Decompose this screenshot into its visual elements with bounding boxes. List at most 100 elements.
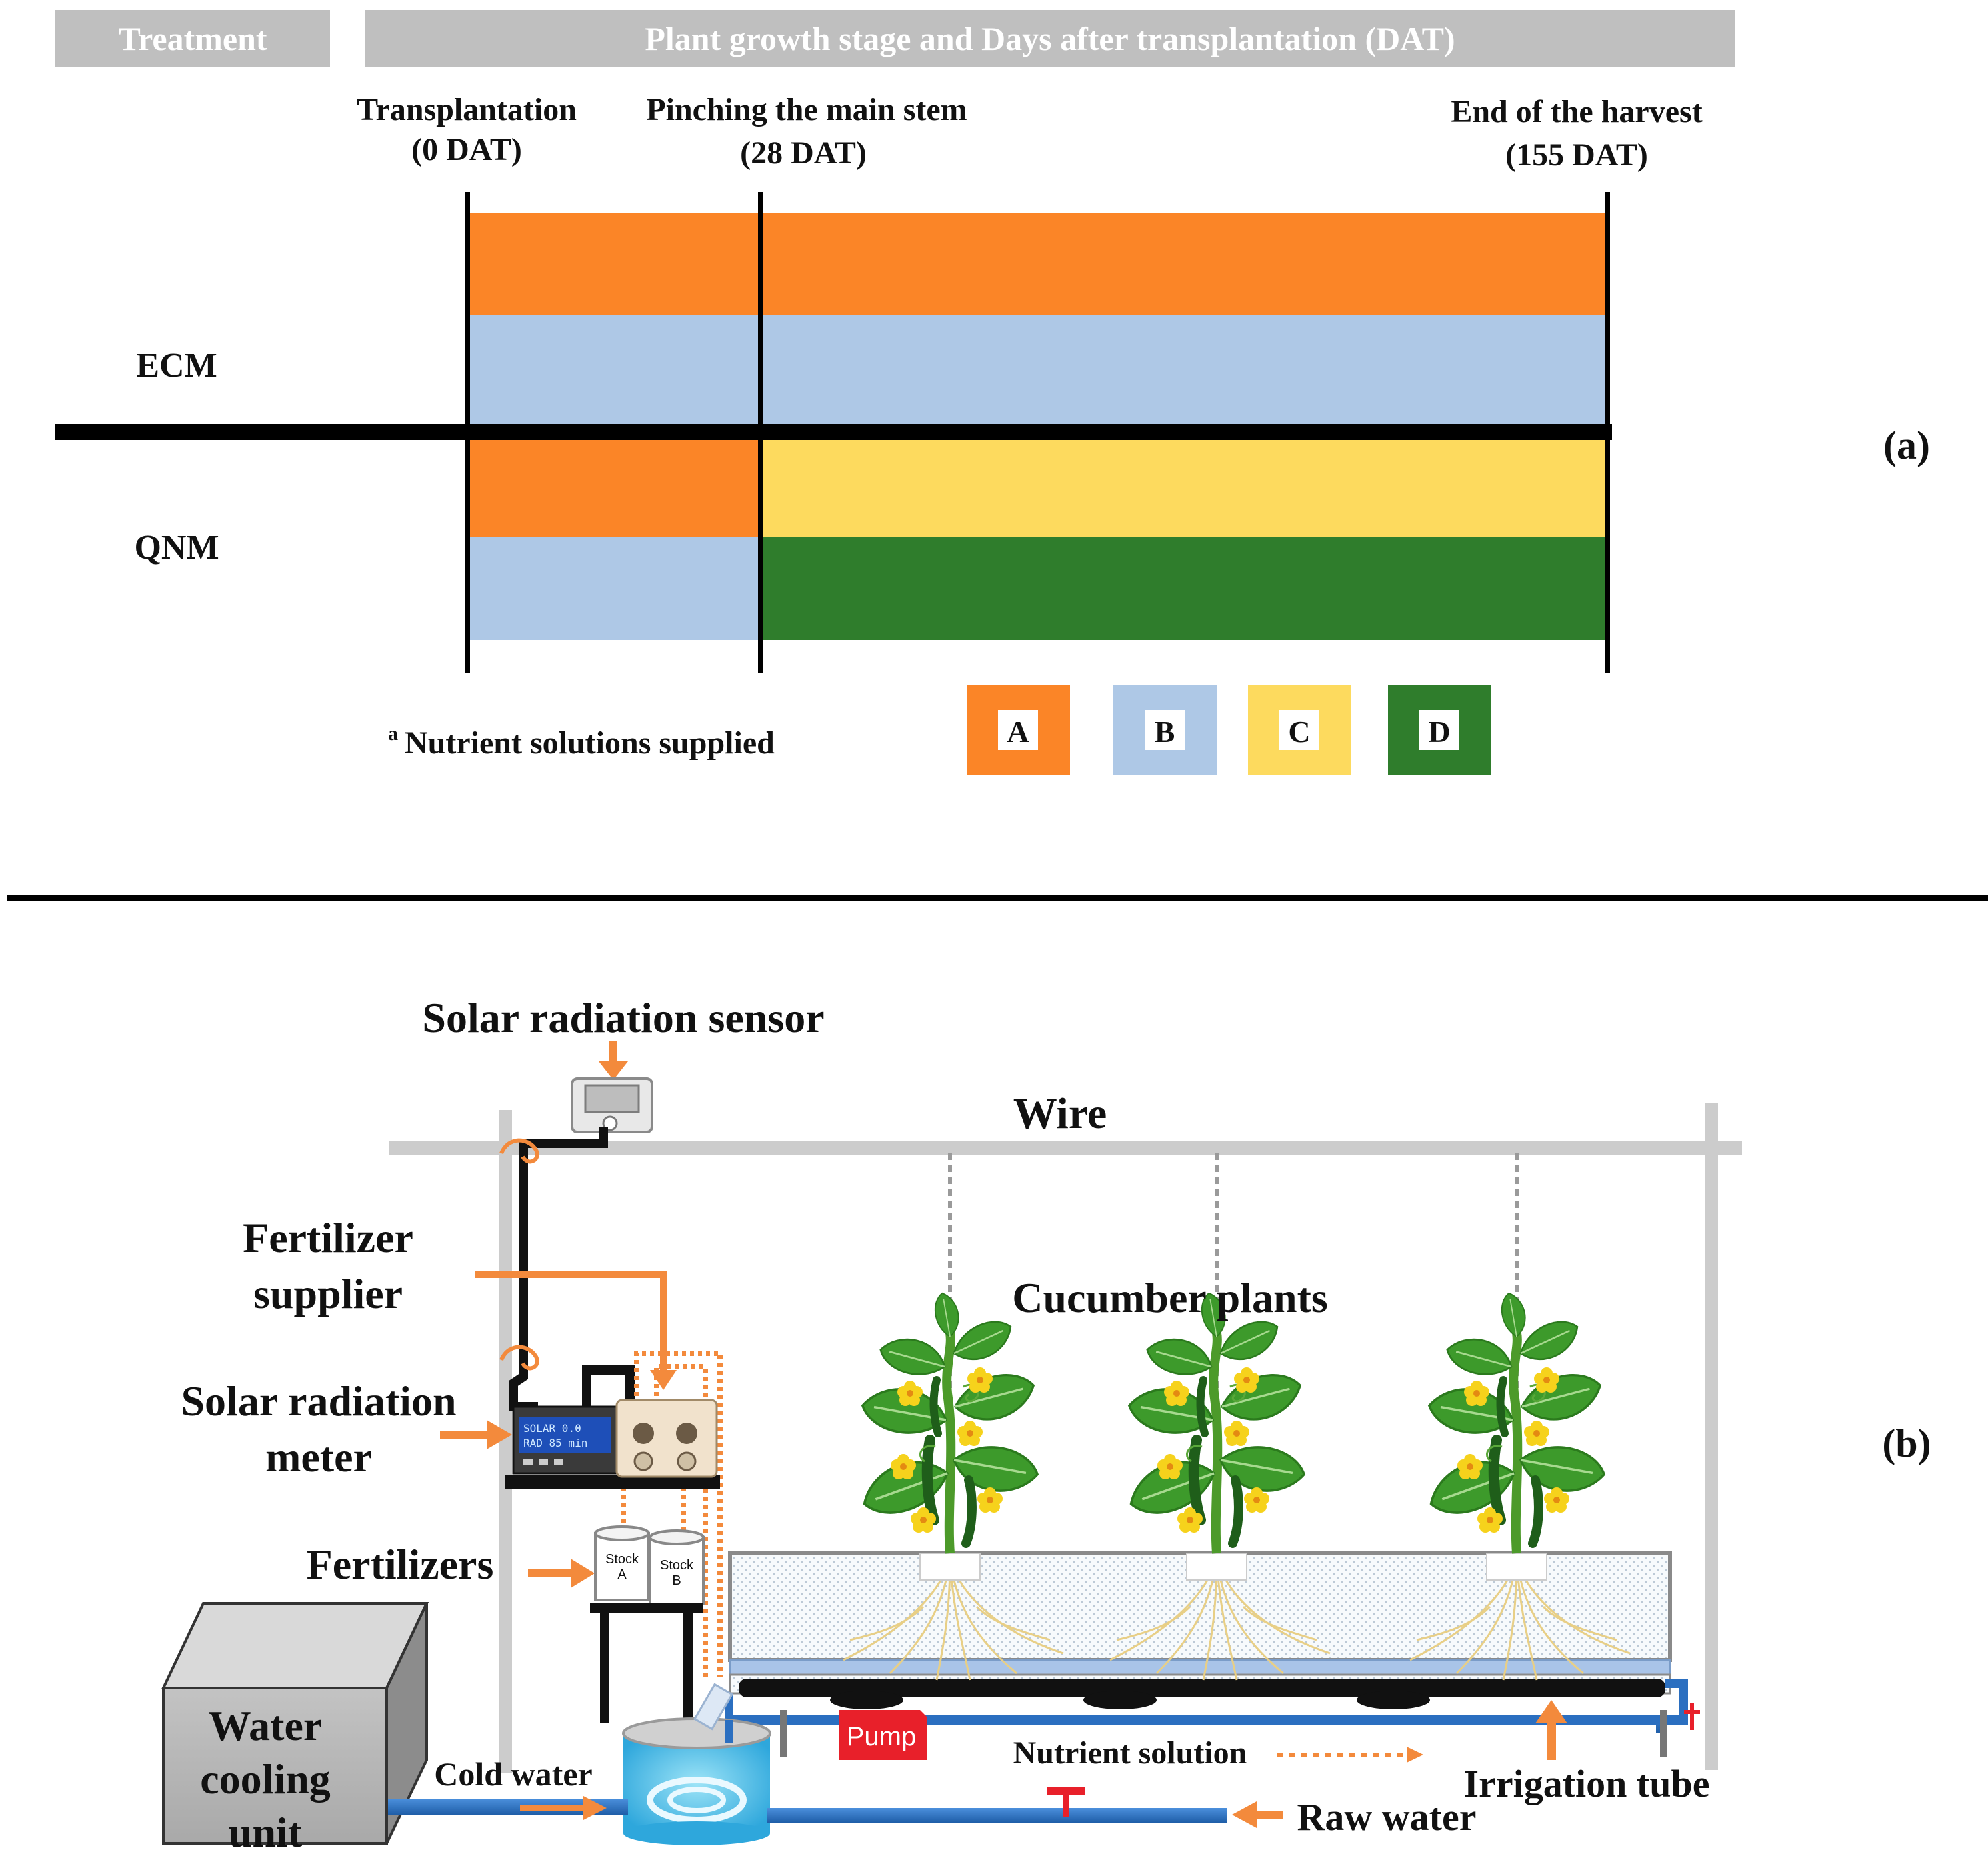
- water-cooling-unit: [161, 1602, 429, 1845]
- panel-a-label: (a): [1883, 423, 1930, 467]
- cucumber-plant-icon-3: [1424, 1292, 1609, 1553]
- stock-table-leg-left: [600, 1613, 609, 1723]
- fertilizer-supplier-label-1: Fertilizer: [243, 1214, 413, 1261]
- milestone-line-0: [465, 192, 470, 673]
- stock-table-leg-right: [683, 1613, 693, 1723]
- root-cube-2: [1186, 1553, 1247, 1581]
- dosing-nozzle: [693, 1683, 734, 1731]
- irrigation-tube-label: Irrigation tube: [1464, 1762, 1710, 1805]
- qnm-bottom-late: [762, 537, 1607, 640]
- treatment-header: Treatment: [118, 20, 267, 57]
- cable-loop-top: [499, 1138, 539, 1164]
- legend-key-d: D: [1428, 715, 1450, 749]
- root-cube-1: [919, 1553, 981, 1581]
- legend-inner-a: [998, 710, 1038, 750]
- nutrient-solution-label: Nutrient solution: [1013, 1735, 1247, 1771]
- svg-text:Stock: Stock: [605, 1552, 639, 1567]
- legend-inner-c: [1279, 710, 1319, 750]
- dosing-line-outer: [634, 1351, 723, 1677]
- svg-text:Stock: Stock: [660, 1558, 694, 1573]
- tube-bulge-1: [830, 1691, 903, 1709]
- tube-bulge-3: [1357, 1691, 1430, 1709]
- milestone-end-title: End of the harvest: [1451, 94, 1702, 129]
- water-cooling-label-1: Water: [209, 1702, 323, 1749]
- water-cooling-label-3: unit: [229, 1809, 303, 1850]
- wire-label: Wire: [1013, 1089, 1107, 1138]
- pipe-support-right: [1660, 1710, 1667, 1757]
- tank-pipe-riser: [725, 1720, 733, 1743]
- root-cube-3: [1486, 1553, 1547, 1581]
- svg-text:RAD 85 min: RAD 85 min: [523, 1437, 587, 1449]
- wire: [389, 1141, 1742, 1155]
- cable-loop-lower: [499, 1345, 539, 1371]
- legend-inner-b: [1145, 710, 1185, 750]
- treatment-qnm: QNM: [134, 529, 219, 567]
- dosing-line-inner: [654, 1364, 708, 1677]
- ecm-bottom-early: [469, 315, 762, 433]
- fertilizer-supplier-arrow-head: [650, 1370, 677, 1390]
- milestone-transplant-dat: (0 DAT): [411, 132, 522, 167]
- legend-superscript: a: [388, 723, 398, 745]
- valve-icon-right: [1684, 1703, 1700, 1730]
- valve-icon: [1047, 1787, 1085, 1817]
- irrigation-tube-arrow-head: [1535, 1700, 1567, 1723]
- panel-separator: [7, 895, 1988, 901]
- solar-sensor-label: Solar radiation sensor: [422, 994, 824, 1041]
- stage-header-box: [365, 10, 1735, 67]
- cold-water-label: Cold water: [434, 1755, 592, 1793]
- milestone-end-dat: (155 DAT): [1505, 137, 1648, 173]
- svg-text:A: A: [617, 1567, 627, 1582]
- legend-inner-d: [1419, 710, 1459, 750]
- frame-post-right: [1705, 1103, 1718, 1770]
- panel-a: Treatment Plant growth stage and Days af…: [55, 10, 1930, 775]
- legend-key-b: B: [1155, 715, 1175, 749]
- meter-shelf: [505, 1475, 720, 1489]
- frame-post-left: [499, 1110, 512, 1773]
- qnm-bottom-early: [469, 537, 762, 640]
- stock-table-top: [590, 1603, 703, 1613]
- milestone-transplant-title: Transplantation: [357, 92, 577, 127]
- ecm-top-early: [469, 213, 762, 315]
- fertilizer-supplier-icon: [615, 1399, 718, 1478]
- legend-key-a: A: [1007, 715, 1029, 749]
- nutrient-flow-arrow-head: [1407, 1747, 1423, 1763]
- treatment-divider: [55, 424, 1612, 440]
- solar-sensor-arrow-head: [599, 1061, 628, 1080]
- milestone-line-28: [758, 192, 763, 673]
- fertilizers-label: Fertilizers: [307, 1541, 494, 1588]
- solar-meter-arrow-head: [487, 1420, 512, 1449]
- fertilizer-supplier-arrow: [475, 1271, 667, 1373]
- raw-water-label: Raw water: [1297, 1795, 1477, 1839]
- water-tank: [622, 1717, 771, 1845]
- milestone-pinching-title: Pinching the main stem: [646, 92, 967, 127]
- pipe-support-left: [780, 1710, 787, 1757]
- cucumber-plants-label: Cucumber plants: [1012, 1274, 1328, 1321]
- legend-key-c: C: [1288, 715, 1310, 749]
- water-cooling-label-2: cooling: [200, 1755, 331, 1803]
- stage-header: Plant growth stage and Days after transp…: [645, 20, 1455, 57]
- qnm-top-late: [762, 440, 1607, 537]
- panel-b: Wire Solar radiation sensor Fertilizer s…: [161, 994, 1931, 1850]
- pump-label: Pump: [847, 1722, 917, 1751]
- qnm-top-early: [469, 440, 762, 537]
- legend-title: Nutrient solutions supplied: [405, 725, 775, 761]
- raw-water-arrow-head: [1232, 1801, 1257, 1828]
- fertilizer-supplier-label-2: supplier: [253, 1270, 403, 1317]
- stock-b-tank: Stock B: [649, 1529, 705, 1605]
- meter-icon: SOLAR 0.0 RAD 85 min: [512, 1405, 621, 1475]
- panel-b-label: (b): [1882, 1421, 1931, 1465]
- irrigation-tube: [739, 1679, 1665, 1697]
- ecm-top-late: [762, 213, 1607, 315]
- svg-text:SOLAR 0.0: SOLAR 0.0: [523, 1422, 581, 1435]
- bed-tray: [729, 1659, 1671, 1676]
- svg-text:B: B: [672, 1573, 681, 1588]
- treatment-header-box: [55, 10, 330, 67]
- pipe-riser-right: [1665, 1679, 1688, 1725]
- meter-supplier-cable: [582, 1365, 635, 1410]
- solar-meter-label-1: Solar radiation: [181, 1377, 456, 1425]
- milestone-line-155: [1605, 192, 1610, 673]
- cucumber-plant-icon-1: [857, 1292, 1042, 1553]
- raw-water-pipe: [767, 1808, 1227, 1823]
- ecm-bottom-late: [762, 315, 1607, 433]
- fertilizers-arrow-head: [571, 1559, 595, 1588]
